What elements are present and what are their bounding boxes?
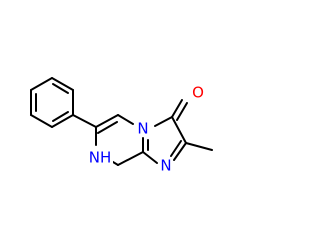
bond — [171, 116, 187, 144]
bond — [154, 116, 173, 127]
bond — [30, 77, 53, 91]
bridge-nitrogen-label: N — [137, 120, 148, 138]
molecule-structure: O N N NH — [30, 77, 213, 175]
structure-canvas: O N N NH — [30, 77, 213, 175]
bond — [117, 151, 144, 166]
imidazolone-ring — [142, 99, 213, 164]
atom-oxygen: O — [190, 84, 206, 102]
bond — [176, 102, 188, 121]
atom-bridge-nitrogen: N — [135, 120, 151, 138]
atom-amine-nitrogen: NH — [88, 149, 113, 167]
bond — [170, 140, 182, 157]
bond — [51, 114, 74, 128]
bond — [173, 142, 187, 161]
bond — [97, 121, 118, 134]
atom-imine-nitrogen: N — [158, 157, 174, 175]
phenyl-ring — [30, 77, 74, 128]
bond — [117, 114, 134, 125]
pyrazine-ring — [95, 114, 149, 166]
bond — [52, 111, 69, 122]
bond — [30, 114, 53, 128]
bond — [171, 99, 183, 118]
bond — [142, 151, 158, 164]
bond — [52, 83, 69, 94]
bond — [185, 142, 213, 151]
oxygen-label: O — [192, 84, 204, 102]
bond — [95, 114, 119, 128]
amine-nitrogen-label: NH — [89, 149, 112, 167]
bond — [51, 77, 74, 91]
bond — [72, 114, 97, 128]
imine-nitrogen-label: N — [160, 157, 171, 175]
